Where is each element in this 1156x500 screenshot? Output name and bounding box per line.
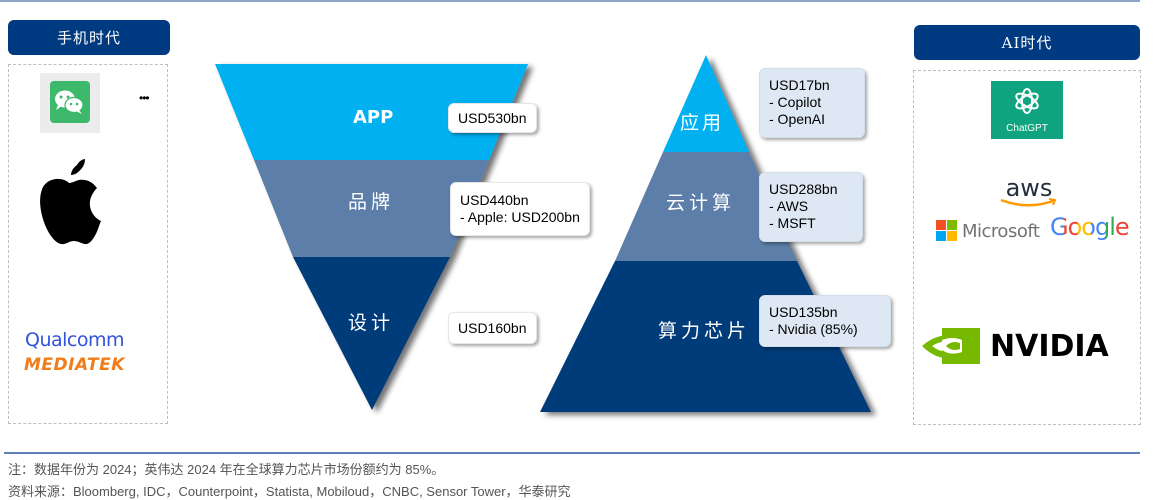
pyramid-callout-cloud: USD288bn - AWS - MSFT	[759, 172, 863, 242]
mobile-era-panel: ••• Qualcomm MEDIATEK	[8, 64, 168, 424]
funnel-callout-brand: USD440bn - Apple: USD200bn	[450, 182, 590, 236]
funnel-detail-brand: - Apple: USD200bn	[460, 209, 580, 225]
pyramid-tier-cloud	[615, 152, 797, 261]
funnel-value-design: USD160bn	[458, 320, 527, 336]
aws-logo: aws	[997, 174, 1061, 211]
wechat-logo	[40, 73, 100, 133]
mobile-era-title: 手机时代	[56, 29, 121, 47]
funnel-callout-design: USD160bn	[448, 312, 537, 344]
pyramid-detail-openai: - OpenAI	[769, 111, 826, 127]
pyramid-detail-aws: - AWS	[769, 198, 809, 214]
ai-era-header: AI时代	[914, 25, 1140, 60]
funnel-tier-app	[215, 64, 528, 160]
microsoft-label: Microsoft	[962, 220, 1040, 242]
microsoft-windows-icon	[936, 220, 957, 241]
funnel-tier-brand	[254, 160, 489, 257]
footer-source: 资料来源：Bloomberg, IDC，Counterpoint，Statist…	[8, 484, 571, 499]
pyramid-value-cloud: USD288bn	[769, 181, 838, 197]
qualcomm-logo: Qualcomm	[25, 329, 125, 351]
pyramid-label-chips: 算力芯片	[658, 320, 751, 342]
pyramid-detail-msft: - MSFT	[769, 215, 816, 231]
funnel-value-app: USD530bn	[458, 110, 527, 126]
pyramid-value-chips: USD135bn	[769, 304, 838, 320]
pyramid-value-application: USD17bn	[769, 77, 830, 93]
google-label: Google	[1050, 213, 1130, 241]
footer-divider	[4, 452, 1140, 454]
mediatek-logo: MEDIATEK	[24, 355, 125, 375]
pyramid-detail-nvidia: - Nvidia (85%)	[769, 321, 858, 337]
funnel-tier-design	[293, 257, 450, 410]
pyramid-callout-application: USD17bn - Copilot - OpenAI	[759, 68, 865, 138]
pyramid-detail-copilot: - Copilot	[769, 94, 822, 110]
aws-label: aws	[1005, 174, 1053, 202]
pyramid-label-application: 应用	[680, 112, 725, 134]
mobile-era-header: 手机时代	[8, 20, 170, 55]
pyramid-callout-chips: USD135bn - Nvidia (85%)	[759, 295, 891, 347]
more-indicator: •••	[139, 91, 150, 105]
ai-era-title: AI时代	[1001, 34, 1053, 52]
funnel-label-brand: 品牌	[348, 191, 395, 213]
pyramid-tier-application	[663, 55, 749, 152]
funnel-callout-app: USD530bn	[448, 103, 537, 133]
ai-era-panel: ChatGPT aws Microsoft Google NVIDIA	[913, 70, 1141, 425]
google-logo: Google	[1050, 213, 1130, 241]
funnel-value-brand: USD440bn	[460, 192, 529, 208]
footer-note: 注：数据年份为 2024；英伟达 2024 年在全球算力芯片市场份额约为 85%…	[8, 462, 445, 477]
pyramid-label-cloud: 云计算	[666, 192, 736, 214]
apple-logo	[37, 157, 101, 257]
funnel-label-design: 设计	[348, 312, 395, 334]
top-divider	[0, 0, 1140, 2]
microsoft-logo: Microsoft	[936, 219, 1040, 243]
nvidia-logo: NVIDIA	[922, 326, 1109, 366]
nvidia-eye-icon	[922, 328, 980, 364]
funnel-label-app: APP	[353, 107, 394, 128]
nvidia-label: NVIDIA	[990, 328, 1109, 364]
chatgpt-label: ChatGPT	[1006, 123, 1048, 134]
chatgpt-logo: ChatGPT	[991, 81, 1063, 139]
